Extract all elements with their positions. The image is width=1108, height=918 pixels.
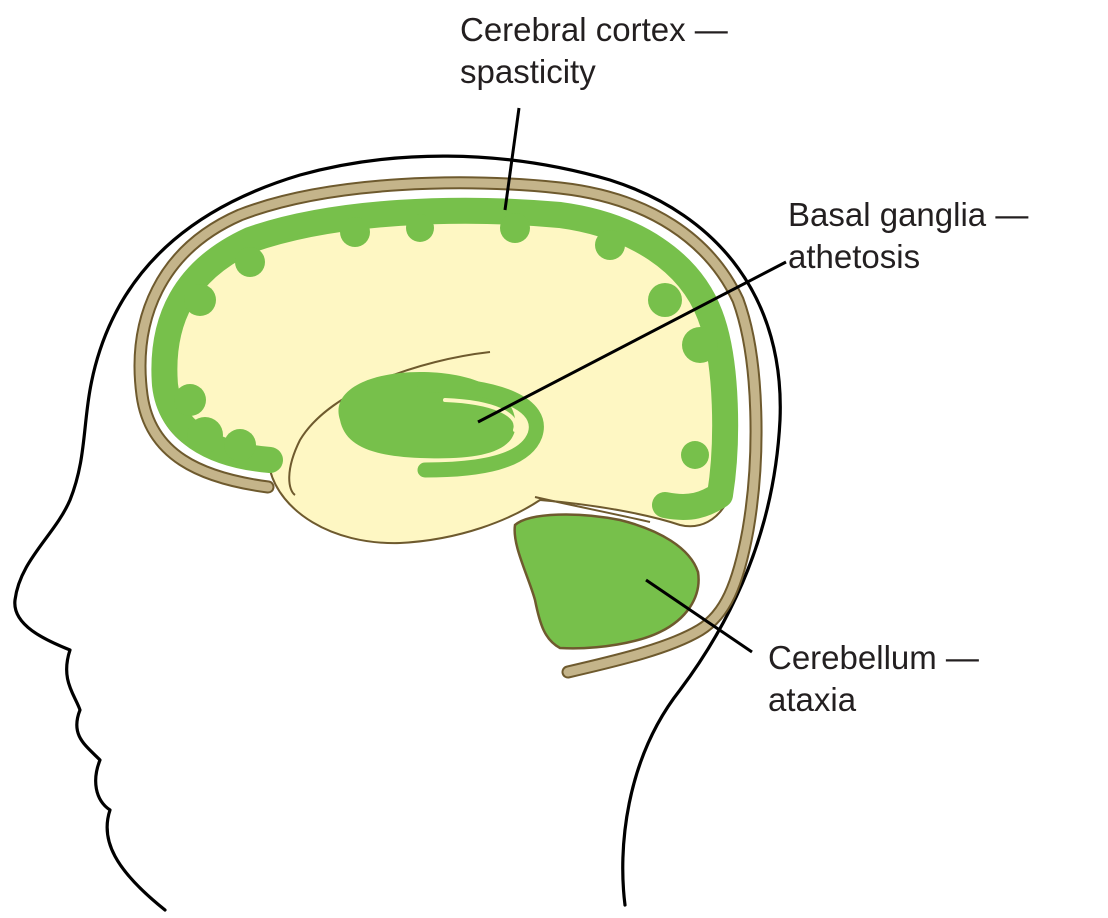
basal-ganglia-label: Basal ganglia — athetosis — [788, 194, 1028, 278]
cerebellum-region: Cerebellum — — [768, 637, 979, 679]
cerebellum-condition: ataxia — [768, 679, 979, 721]
basal-ganglia-region: Basal ganglia — — [788, 194, 1028, 236]
basal-ganglia-condition: athetosis — [788, 236, 1028, 278]
cerebral-cortex-condition: spasticity — [460, 51, 728, 93]
cerebral-cortex-label: Cerebral cortex — spasticity — [460, 9, 728, 93]
cerebellum-label: Cerebellum — ataxia — [768, 637, 979, 721]
cerebral-cortex-region: Cerebral cortex — — [460, 9, 728, 51]
cerebellum — [515, 515, 699, 649]
